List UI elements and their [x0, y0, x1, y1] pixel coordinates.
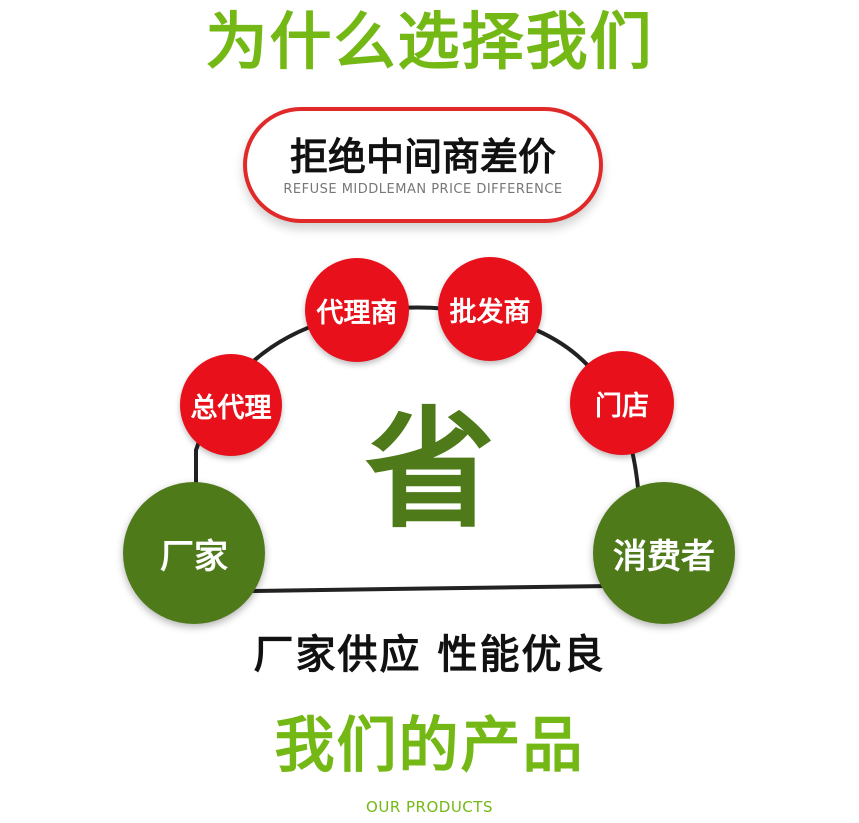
node-agent: 代理商 — [305, 258, 409, 362]
products-subtitle: OUR PRODUCTS — [366, 798, 493, 816]
node-general-agent-label: 总代理 — [190, 392, 272, 424]
node-store: 门店 — [570, 351, 674, 455]
products-title: 我们的产品 — [274, 711, 585, 781]
highlight-pill — [243, 107, 603, 223]
page-title: 为什么选择我们 — [205, 5, 654, 78]
node-consumer: 消费者 — [593, 482, 735, 624]
base-line — [249, 584, 611, 593]
node-factory: 厂家 — [123, 482, 265, 624]
node-consumer-label: 消费者 — [613, 536, 715, 577]
pill-main-text: 拒绝中间商差价 — [289, 135, 556, 179]
node-general-agent: 总代理 — [180, 354, 282, 456]
node-agent-label: 代理商 — [316, 297, 398, 329]
node-wholesaler: 批发商 — [438, 257, 542, 361]
pill-sub-text: REFUSE MIDDLEMAN PRICE DIFFERENCE — [283, 182, 563, 197]
node-wholesaler-label: 批发商 — [449, 296, 531, 328]
slogan-text: 厂家供应 性能优良 — [253, 632, 606, 678]
center-save-char: 省 — [364, 394, 495, 546]
node-store-label: 门店 — [595, 390, 649, 422]
node-factory-label: 厂家 — [160, 536, 228, 577]
